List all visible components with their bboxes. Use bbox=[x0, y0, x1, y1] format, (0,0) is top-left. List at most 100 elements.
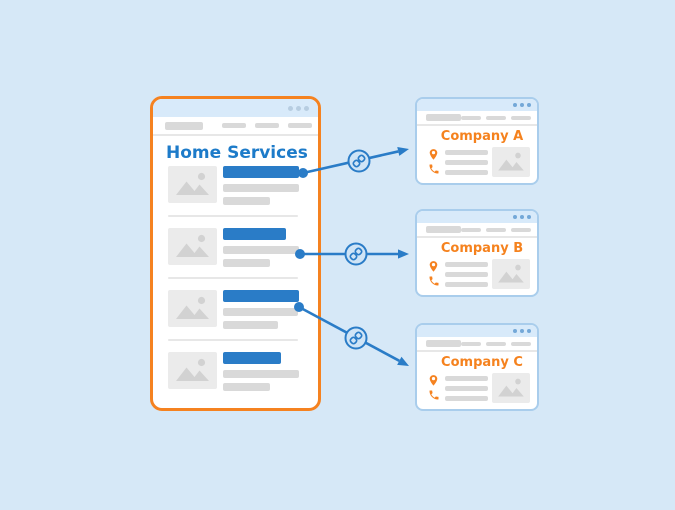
company-name: Company A bbox=[440, 129, 524, 144]
logo-placeholder bbox=[426, 340, 461, 347]
window-dot bbox=[288, 105, 293, 111]
window-dot bbox=[296, 105, 301, 111]
image-placeholder-icon bbox=[492, 259, 530, 289]
company-navbar bbox=[417, 111, 537, 126]
divider bbox=[168, 339, 298, 341]
company-text-line bbox=[445, 262, 488, 267]
window-dot bbox=[304, 105, 309, 111]
directory-title: Home Services bbox=[166, 143, 308, 163]
link-badge bbox=[347, 149, 371, 173]
company-window-c: Company C bbox=[415, 323, 539, 411]
contact-icons bbox=[426, 373, 441, 401]
listing-item-listing-4 bbox=[153, 352, 318, 391]
nav-link-bar bbox=[222, 123, 246, 128]
company-text-lines bbox=[445, 259, 488, 287]
image-placeholder-icon bbox=[168, 290, 217, 327]
nav-link-bar bbox=[511, 115, 531, 120]
link-badge bbox=[344, 242, 368, 266]
company-details bbox=[417, 146, 537, 177]
phone-icon bbox=[429, 390, 438, 400]
directory-navbar bbox=[153, 117, 318, 136]
window-dot bbox=[527, 215, 531, 219]
listing-text-line bbox=[223, 321, 278, 329]
company-text-line bbox=[445, 170, 488, 175]
directory-listings bbox=[153, 166, 318, 391]
logo-placeholder bbox=[165, 121, 203, 130]
listing-text-line bbox=[223, 383, 270, 391]
nav-link-bar bbox=[486, 341, 506, 346]
window-dot bbox=[520, 215, 524, 219]
directory-window: Home Services bbox=[150, 96, 321, 411]
nav-link-bar bbox=[511, 227, 531, 232]
company-window-b: Company B bbox=[415, 209, 539, 297]
company-text-line bbox=[445, 386, 488, 391]
nav-link-bar bbox=[461, 115, 481, 120]
phone-icon bbox=[429, 164, 438, 174]
map-pin-icon bbox=[429, 149, 438, 160]
window-dot bbox=[520, 103, 524, 107]
company-text-line bbox=[445, 272, 488, 277]
image-placeholder-icon bbox=[492, 373, 530, 403]
map-pin-icon bbox=[429, 261, 438, 272]
company-text-line bbox=[445, 282, 488, 287]
nav-link-bar bbox=[461, 227, 481, 232]
divider bbox=[168, 215, 298, 217]
company-titlebar bbox=[417, 211, 537, 223]
window-dots-icon bbox=[513, 103, 531, 107]
company-titlebar bbox=[417, 325, 537, 337]
image-placeholder-icon bbox=[168, 166, 217, 203]
company-text-line bbox=[445, 150, 488, 155]
listing-title-bar bbox=[223, 166, 299, 178]
listing-text-line bbox=[223, 370, 299, 378]
link-badge bbox=[344, 326, 368, 350]
nav-link-bar bbox=[288, 123, 312, 128]
nav-link-bar bbox=[486, 227, 506, 232]
listing-text-line bbox=[223, 197, 270, 205]
listing-text-block bbox=[223, 228, 305, 267]
company-text-line bbox=[445, 376, 488, 381]
window-dot bbox=[513, 215, 517, 219]
company-text-line bbox=[445, 160, 488, 165]
phone-icon bbox=[429, 276, 438, 286]
nav-links-placeholder bbox=[461, 227, 531, 232]
listing-text-line bbox=[223, 184, 299, 192]
company-details bbox=[417, 258, 537, 289]
company-titlebar bbox=[417, 99, 537, 111]
listing-text-line bbox=[223, 308, 298, 316]
directory-titlebar bbox=[153, 99, 318, 117]
nav-link-bar bbox=[486, 115, 506, 120]
arrow-head-icon bbox=[397, 356, 409, 366]
company-text-line bbox=[445, 396, 488, 401]
window-dots-icon bbox=[513, 329, 531, 333]
company-details bbox=[417, 372, 537, 403]
nav-links-placeholder bbox=[461, 115, 531, 120]
logo-placeholder bbox=[426, 114, 461, 121]
link-icon bbox=[349, 331, 363, 345]
company-window-a: Company A bbox=[415, 97, 539, 185]
nav-link-bar bbox=[511, 341, 531, 346]
logo-placeholder bbox=[426, 226, 461, 233]
window-dot bbox=[527, 329, 531, 333]
contact-icons bbox=[426, 147, 441, 175]
map-pin-icon bbox=[429, 375, 438, 386]
company-navbar bbox=[417, 337, 537, 352]
listing-text-block bbox=[223, 166, 305, 205]
company-navbar bbox=[417, 223, 537, 238]
image-placeholder-icon bbox=[168, 352, 217, 389]
arrow-head-icon bbox=[398, 249, 409, 259]
listing-text-line bbox=[223, 246, 299, 254]
listing-title-bar bbox=[223, 290, 299, 302]
company-name: Company C bbox=[441, 355, 523, 370]
window-dot bbox=[513, 329, 517, 333]
listing-text-block bbox=[223, 352, 305, 391]
image-placeholder-icon bbox=[492, 147, 530, 177]
listing-text-block bbox=[223, 290, 305, 329]
listing-item-listing-1 bbox=[153, 166, 318, 205]
listing-item-listing-2 bbox=[153, 228, 318, 267]
listing-title-bar bbox=[223, 352, 281, 364]
nav-links-placeholder bbox=[222, 123, 312, 128]
window-dot bbox=[527, 103, 531, 107]
link-icon bbox=[352, 154, 366, 168]
